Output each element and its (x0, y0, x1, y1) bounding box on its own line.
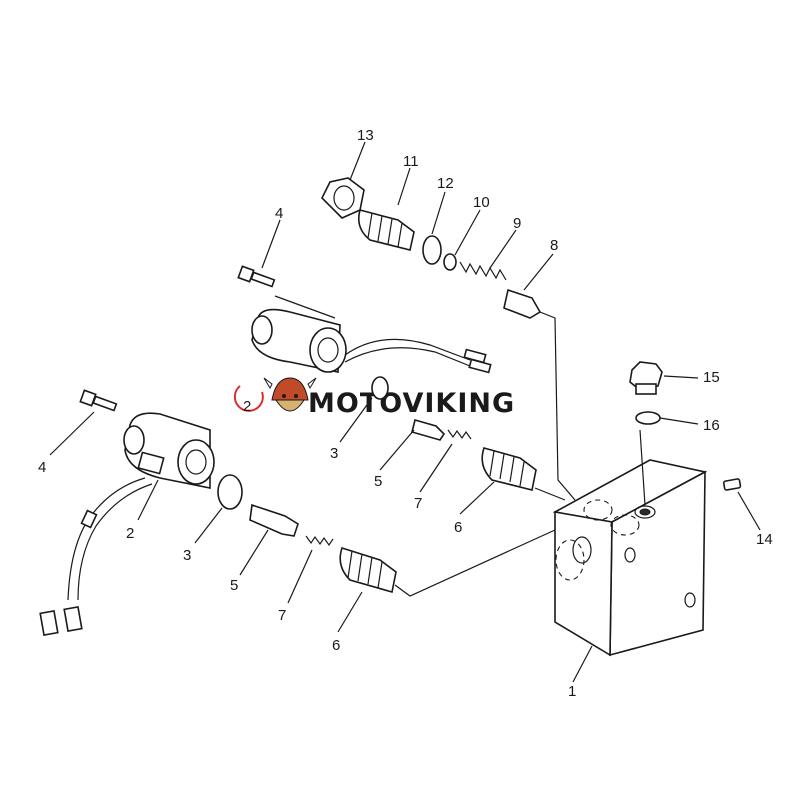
callout-1: 1 (568, 683, 576, 700)
oring-16 (635, 411, 661, 425)
spring-9 (459, 261, 507, 281)
brand-name: MOTOVIKING (308, 388, 515, 419)
callout-5-upper: 5 (374, 473, 382, 490)
oring-3-lower (217, 474, 243, 510)
brand-banner (262, 376, 534, 422)
callout-7-upper: 7 (414, 495, 422, 512)
upper-solenoid (251, 308, 492, 374)
spool-5-upper (411, 419, 446, 441)
callout-9: 9 (513, 215, 521, 232)
callout-12: 12 (437, 175, 454, 192)
oring-3-upper (371, 376, 389, 400)
callout-14: 14 (756, 531, 773, 548)
valve-body (552, 429, 708, 657)
callout-7-lower: 7 (278, 607, 286, 624)
callout-3-lower: 3 (183, 547, 191, 564)
callout-8: 8 (550, 237, 558, 254)
spring-7-lower (305, 535, 334, 547)
callout-15: 15 (703, 369, 720, 386)
plug-14 (722, 478, 742, 491)
callout-5-lower: 5 (230, 577, 238, 594)
bolt-lower (79, 389, 118, 412)
coil-6-upper (481, 447, 537, 491)
coil-6-lower (339, 546, 397, 594)
nut-13 (321, 177, 365, 219)
callout-13: 13 (357, 127, 374, 144)
spool-8 (503, 288, 542, 319)
callout-leaders (49, 141, 761, 683)
callout-4-lower: 4 (38, 459, 46, 476)
plug-15 (629, 361, 663, 395)
highlight-marker (233, 385, 264, 412)
callout-numbers: 1 2 2 3 3 4 4 5 5 6 6 7 7 8 9 10 11 12 1… (38, 127, 773, 700)
callout-4-upper: 4 (275, 205, 283, 222)
callout-11: 11 (403, 153, 419, 170)
coil-11 (357, 209, 415, 251)
bolt-upper (237, 265, 276, 288)
washer-10 (443, 253, 457, 271)
spring-7-upper (447, 429, 472, 440)
callout-6-lower: 6 (332, 637, 340, 654)
oring-12 (422, 235, 442, 265)
callout-2-lower: 2 (126, 525, 134, 542)
assembly-lines (274, 295, 576, 597)
spool-5-lower (249, 503, 299, 537)
callout-10: 10 (473, 194, 490, 211)
callout-2-highlighted: 2 (243, 398, 251, 415)
callout-6-upper: 6 (454, 519, 462, 536)
callout-16: 16 (703, 417, 720, 434)
lower-solenoid (39, 412, 215, 636)
viking-helmet-icon (263, 377, 317, 412)
callout-3-upper: 3 (330, 445, 338, 462)
